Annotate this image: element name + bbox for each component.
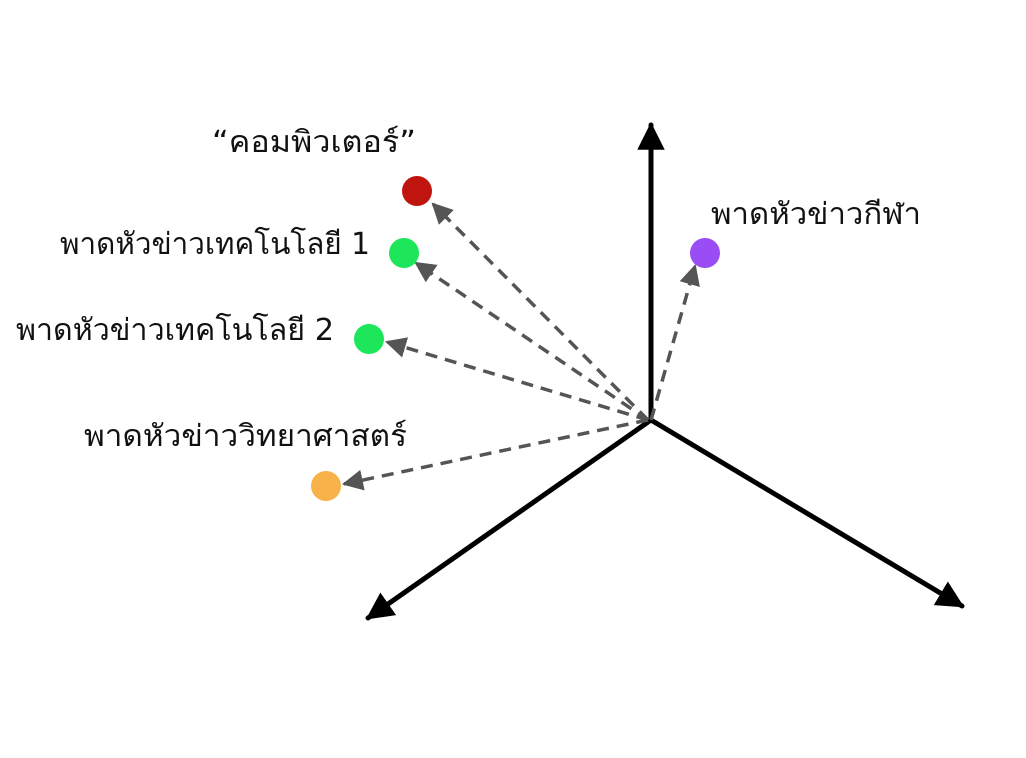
- axis-left-down: [365, 417, 654, 621]
- vector-tech-headline-1: [414, 261, 649, 422]
- axis-right-down: [648, 417, 965, 609]
- point-tech-headline-2: [354, 324, 384, 354]
- label-tech-headline-1: พาดหัวข่าวเทคโนโลยี 1: [60, 226, 370, 262]
- label-computer: “คอมพิวเตอร์”: [212, 125, 416, 160]
- point-sports-headline: [690, 238, 720, 268]
- label-sports-headline: พาดหัวข่าวกีฬา: [711, 197, 921, 232]
- label-science-headline: พาดหัวข่าววิทยาศาสตร์: [84, 419, 407, 454]
- vector-tech-headline-2: [384, 337, 649, 422]
- vector-computer: [431, 202, 650, 422]
- axes: [365, 122, 965, 621]
- point-computer: [402, 176, 432, 206]
- vector-science-headline: [341, 418, 649, 491]
- labels: “คอมพิวเตอร์” พาดหัวข่าวเทคโนโลยี 1 พาดห…: [16, 125, 921, 454]
- vector-sports-headline: [649, 263, 700, 421]
- point-science-headline: [311, 471, 341, 501]
- point-tech-headline-1: [389, 238, 419, 268]
- vectors: [341, 202, 700, 491]
- label-tech-headline-2: พาดหัวข่าวเทคโนโลยี 2: [16, 312, 334, 348]
- points: [311, 176, 720, 501]
